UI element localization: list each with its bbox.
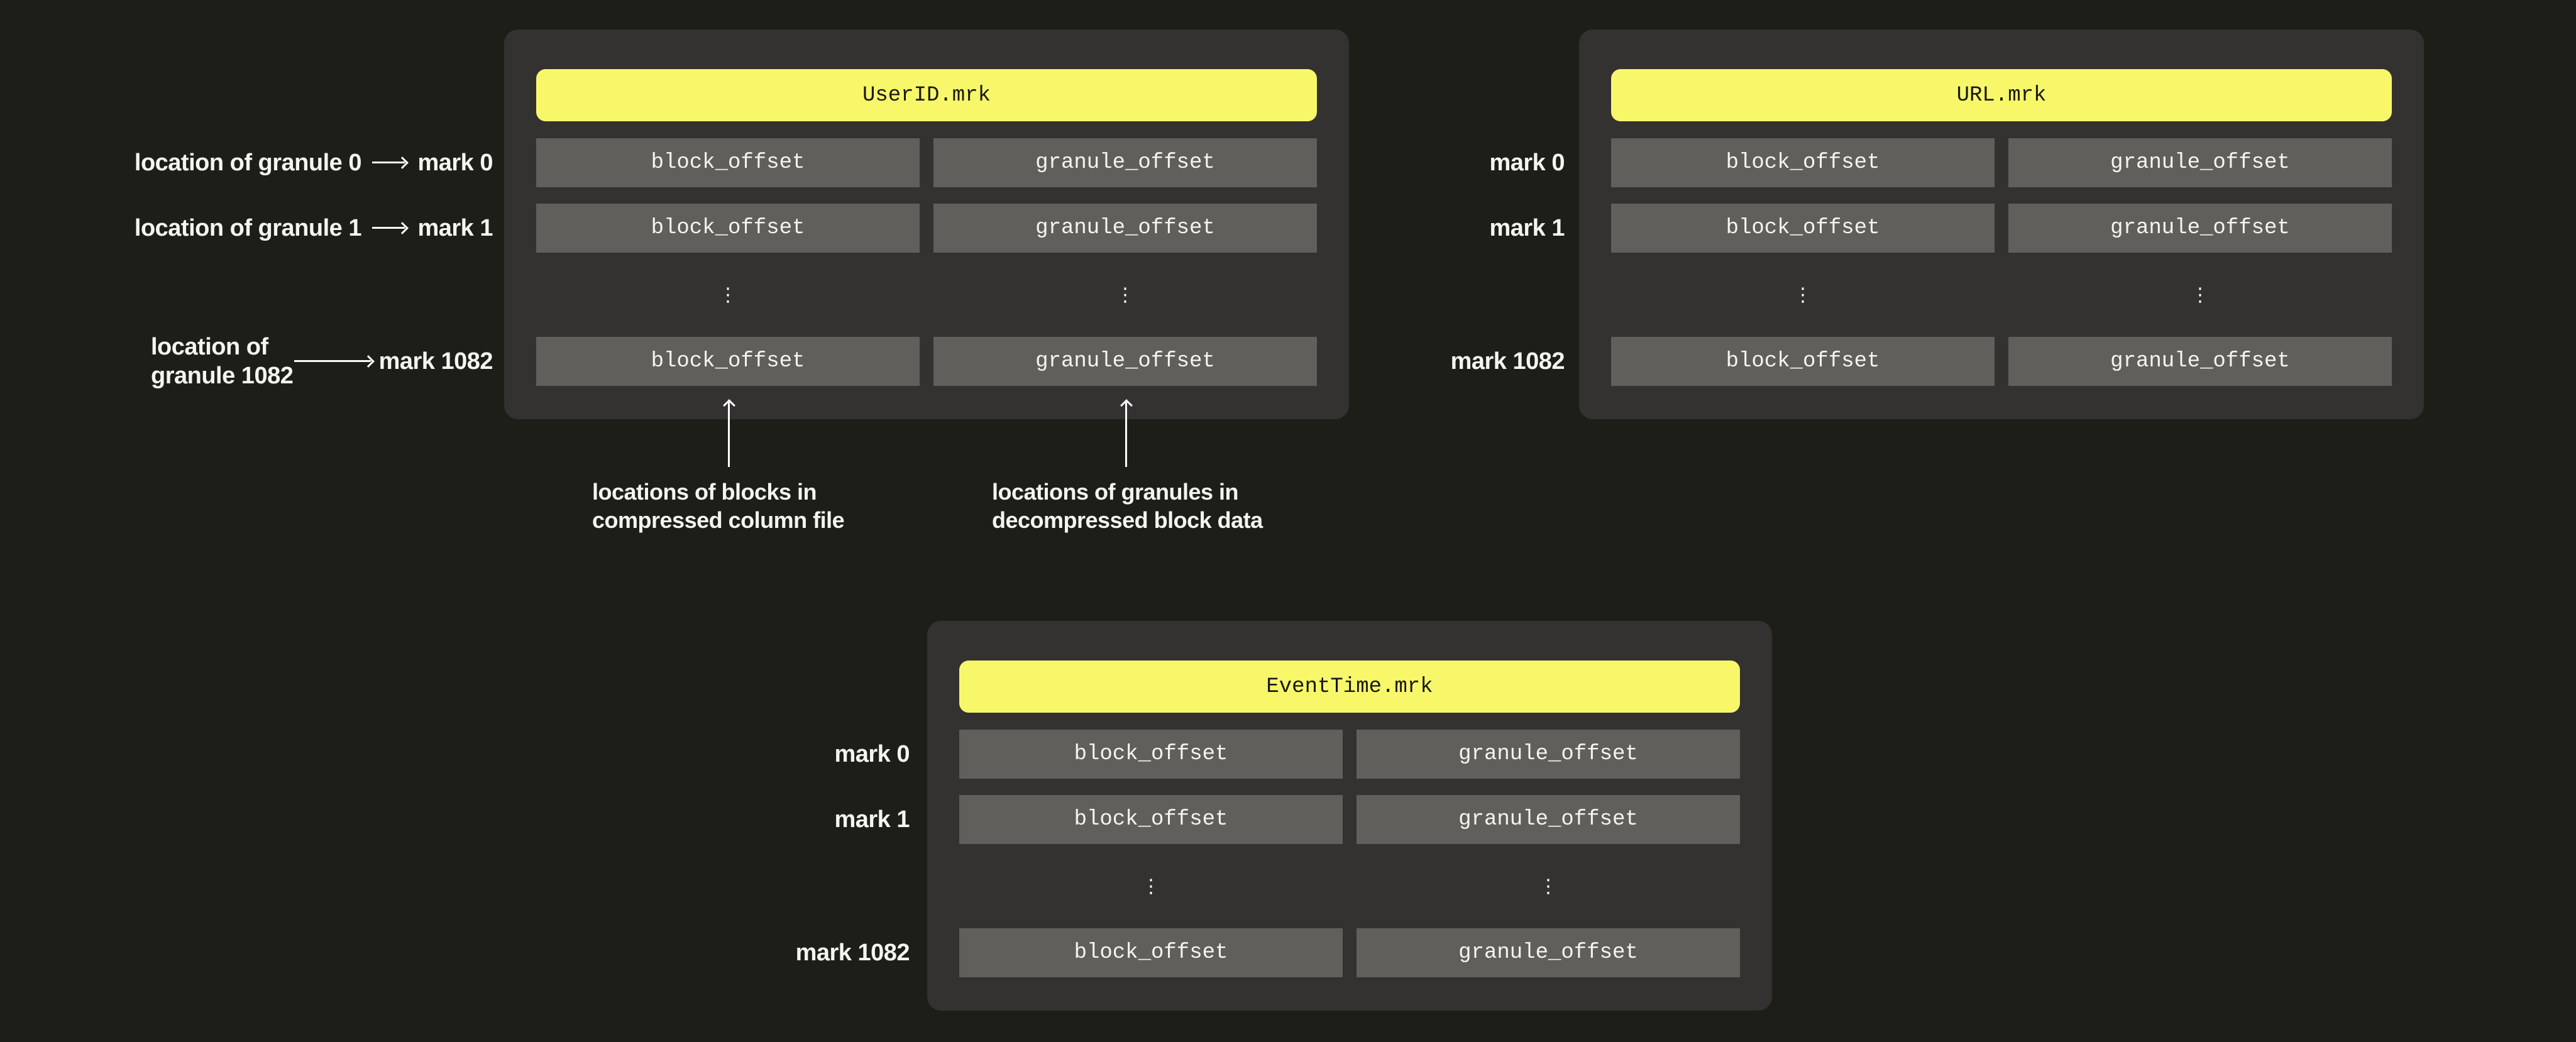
ellipsis-icon: ⋮: [1539, 875, 1558, 897]
cell-block-offset: block_offset: [1611, 204, 1995, 253]
panel-url: URL.mrk block_offset granule_offset bloc…: [1579, 30, 2424, 419]
annotation-line: compressed column file: [592, 507, 845, 533]
annotation-location-granule-1082: location of granule 1082: [151, 332, 294, 390]
panel-eventtime: EventTime.mrk block_offset granule_offse…: [927, 621, 1772, 1011]
cell-block-offset: block_offset: [959, 730, 1343, 779]
url-mark1-label: mark 1: [1489, 215, 1565, 241]
arrow-up-icon: [1125, 402, 1127, 467]
annotation-line: granule 1082: [151, 363, 294, 389]
panel-userid-ellipsis-row: ⋮ ⋮: [536, 269, 1317, 321]
cell-block-offset: block_offset: [959, 795, 1343, 844]
panel-userid: UserID.mrk block_offset granule_offset b…: [504, 30, 1349, 419]
userid-mark1-label: mark 1: [417, 215, 493, 241]
cell-granule-offset: granule_offset: [1357, 795, 1740, 844]
arrow-right-icon: [372, 162, 405, 163]
panel-url-row-mark1082: block_offset granule_offset: [1611, 337, 2392, 386]
panel-userid-title: UserID.mrk: [536, 69, 1317, 121]
arrow-right-icon: [294, 360, 371, 362]
annotation-granule-offsets-note: locations of granules in decompressed bl…: [992, 478, 1263, 534]
cell-granule-offset: granule_offset: [1357, 928, 1740, 977]
ellipsis-icon: ⋮: [1116, 283, 1135, 306]
cell-block-offset: block_offset: [536, 138, 920, 187]
ellipsis-icon: ⋮: [1142, 875, 1160, 897]
cell-block-offset: block_offset: [1611, 138, 1995, 187]
panel-eventtime-title: EventTime.mrk: [959, 661, 1740, 713]
url-mark0-label: mark 0: [1489, 150, 1565, 176]
arrow-up-icon: [728, 402, 730, 467]
cell-block-offset: block_offset: [1611, 337, 1995, 386]
annotation-location-granule-0: location of granule 0: [134, 150, 362, 176]
panel-url-row-mark0: block_offset granule_offset: [1611, 138, 2392, 187]
ellipsis-icon: ⋮: [2191, 283, 2210, 306]
annotation-location-granule-1: location of granule 1: [134, 215, 362, 241]
eventtime-mark1082-label: mark 1082: [795, 940, 910, 966]
annotation-line: location of: [151, 334, 268, 360]
panel-url-row-mark1: block_offset granule_offset: [1611, 204, 2392, 253]
cell-block-offset: block_offset: [959, 928, 1343, 977]
cell-granule-offset: granule_offset: [1357, 730, 1740, 779]
panel-userid-row-mark1: block_offset granule_offset: [536, 204, 1317, 253]
annotation-block-offsets-note: locations of blocks in compressed column…: [592, 478, 845, 534]
panel-eventtime-row-mark1: block_offset granule_offset: [959, 795, 1740, 844]
cell-granule-offset: granule_offset: [933, 204, 1317, 253]
panel-userid-row-mark1082: block_offset granule_offset: [536, 337, 1317, 386]
panel-eventtime-row-mark0: block_offset granule_offset: [959, 730, 1740, 779]
cell-block-offset: block_offset: [536, 337, 920, 386]
panel-userid-row-mark0: block_offset granule_offset: [536, 138, 1317, 187]
panel-url-ellipsis-row: ⋮ ⋮: [1611, 269, 2392, 321]
cell-granule-offset: granule_offset: [2008, 204, 2392, 253]
eventtime-mark0-label: mark 0: [834, 741, 910, 767]
eventtime-mark1-label: mark 1: [834, 806, 910, 833]
arrow-right-icon: [372, 227, 405, 229]
panel-url-title: URL.mrk: [1611, 69, 2392, 121]
cell-granule-offset: granule_offset: [2008, 337, 2392, 386]
panel-eventtime-ellipsis-row: ⋮ ⋮: [959, 860, 1740, 912]
cell-block-offset: block_offset: [536, 204, 920, 253]
ellipsis-icon: ⋮: [718, 283, 737, 306]
annotation-line: locations of blocks in: [592, 479, 817, 505]
annotation-line: locations of granules in: [992, 479, 1239, 505]
annotation-line: decompressed block data: [992, 507, 1263, 533]
cell-granule-offset: granule_offset: [933, 337, 1317, 386]
userid-mark1082-label: mark 1082: [378, 348, 493, 375]
cell-granule-offset: granule_offset: [2008, 138, 2392, 187]
cell-granule-offset: granule_offset: [933, 138, 1317, 187]
url-mark1082-label: mark 1082: [1450, 348, 1565, 375]
panel-eventtime-row-mark1082: block_offset granule_offset: [959, 928, 1740, 977]
userid-mark0-label: mark 0: [417, 150, 493, 176]
ellipsis-icon: ⋮: [1793, 283, 1812, 306]
